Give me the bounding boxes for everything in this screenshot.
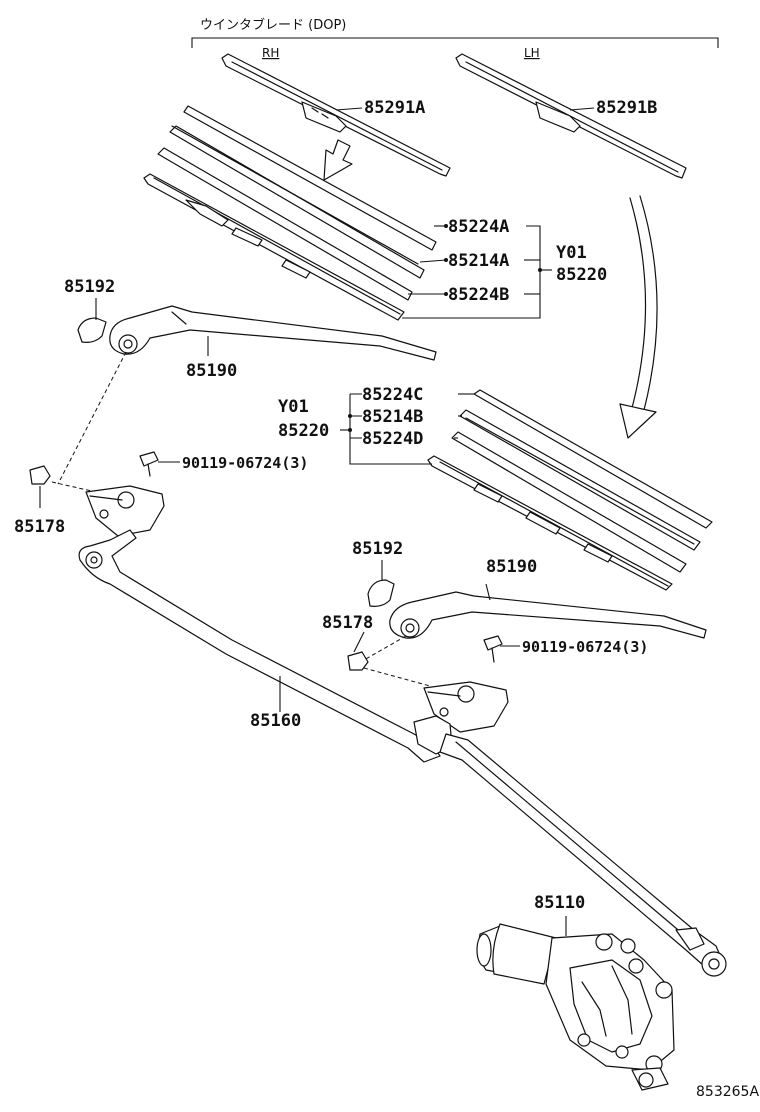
label-bolt-right: 90119-06724(3) xyxy=(522,638,648,656)
label-85190-right: 85190 xyxy=(486,557,537,577)
rubber-set-upper-icon[interactable] xyxy=(143,105,437,321)
label-85190-left: 85190 xyxy=(186,361,237,381)
bolt-right-icon[interactable] xyxy=(483,635,503,663)
label-85192-right: 85192 xyxy=(352,539,403,559)
pivot-right-icon[interactable] xyxy=(423,681,509,733)
rubber-set-lower-icon[interactable] xyxy=(427,389,713,591)
label-85214b: 85214B xyxy=(362,407,423,427)
label-y01-lower: Y01 xyxy=(278,397,309,417)
label-85178-left: 85178 xyxy=(14,517,65,537)
label-85192-left: 85192 xyxy=(64,277,115,297)
header-bracket: ウインタブレード (DOP) RH LH xyxy=(191,17,719,60)
header-title: ウインタブレード (DOP) xyxy=(200,17,346,33)
pivot-left-icon[interactable] xyxy=(85,485,165,537)
cap-left-icon[interactable] xyxy=(77,317,107,343)
label-85178-right: 85178 xyxy=(322,613,373,633)
wiper-arm-right-icon[interactable] xyxy=(389,591,707,639)
wiper-blade-lh-icon[interactable] xyxy=(455,53,687,179)
label-85220-lower: 85220 xyxy=(278,421,329,441)
label-85220-upper: 85220 xyxy=(556,265,607,285)
label-lh: LH xyxy=(524,46,540,60)
label-85160: 85160 xyxy=(250,711,301,731)
diagram-code: 853265A xyxy=(696,1084,759,1100)
label-85110: 85110 xyxy=(534,893,585,913)
wiper-arm-left-icon[interactable] xyxy=(109,305,437,361)
wiper-motor-icon[interactable] xyxy=(476,923,675,1091)
label-85291a: 85291A xyxy=(364,98,425,118)
cap-right-icon[interactable] xyxy=(367,579,395,607)
label-85224d: 85224D xyxy=(362,429,423,449)
nut-right-icon[interactable] xyxy=(347,651,369,671)
nut-left-icon[interactable] xyxy=(29,465,51,485)
label-85214a: 85214A xyxy=(448,251,509,271)
bolt-left-icon[interactable] xyxy=(139,451,159,477)
link-rod-icon[interactable] xyxy=(78,529,727,977)
leader-dots xyxy=(348,224,542,432)
label-bolt-left: 90119-06724(3) xyxy=(182,454,308,472)
wiper-blade-rh-icon[interactable] xyxy=(221,53,451,177)
down-arrow-icon xyxy=(323,139,353,181)
label-rh: RH xyxy=(262,46,279,60)
label-85224a: 85224A xyxy=(448,217,509,237)
label-85291b: 85291B xyxy=(596,98,657,118)
label-85224c: 85224C xyxy=(362,385,423,405)
curved-arrow-icon xyxy=(619,195,658,439)
label-85224b: 85224B xyxy=(448,285,509,305)
label-y01-upper: Y01 xyxy=(556,243,587,263)
